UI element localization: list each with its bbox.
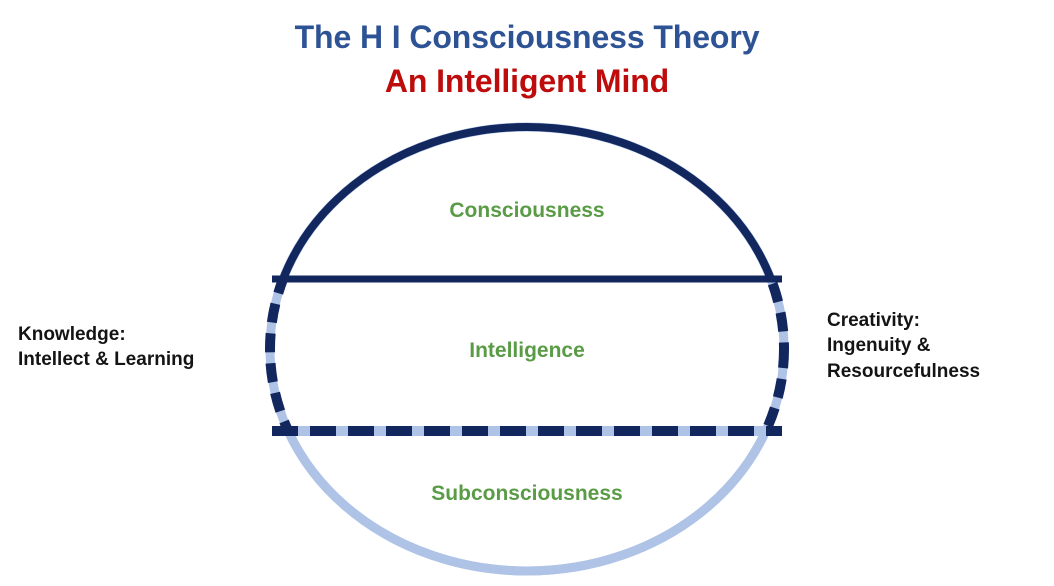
intelligence-arc — [265, 279, 789, 431]
subconsciousness-arc — [283, 431, 771, 576]
zone-label-subconsciousness: Subconsciousness — [431, 482, 623, 505]
annotation-right-detail-1: Ingenuity & — [827, 335, 931, 357]
annotation-right-heading: Creativity: — [827, 310, 920, 331]
annotation-left-heading: Knowledge: — [18, 324, 126, 345]
annotation-left: Knowledge: Intellect & Learning — [18, 322, 194, 373]
annotation-left-detail: Intellect & Learning — [18, 349, 195, 371]
annotation-right: Creativity: Ingenuity & Resourcefulness — [827, 308, 980, 384]
consciousness-arc — [278, 123, 776, 279]
zone-label-consciousness: Consciousness — [449, 199, 605, 222]
annotation-right-detail-2: Resourcefulness — [827, 360, 981, 382]
zone-label-intelligence: Intelligence — [469, 339, 585, 362]
